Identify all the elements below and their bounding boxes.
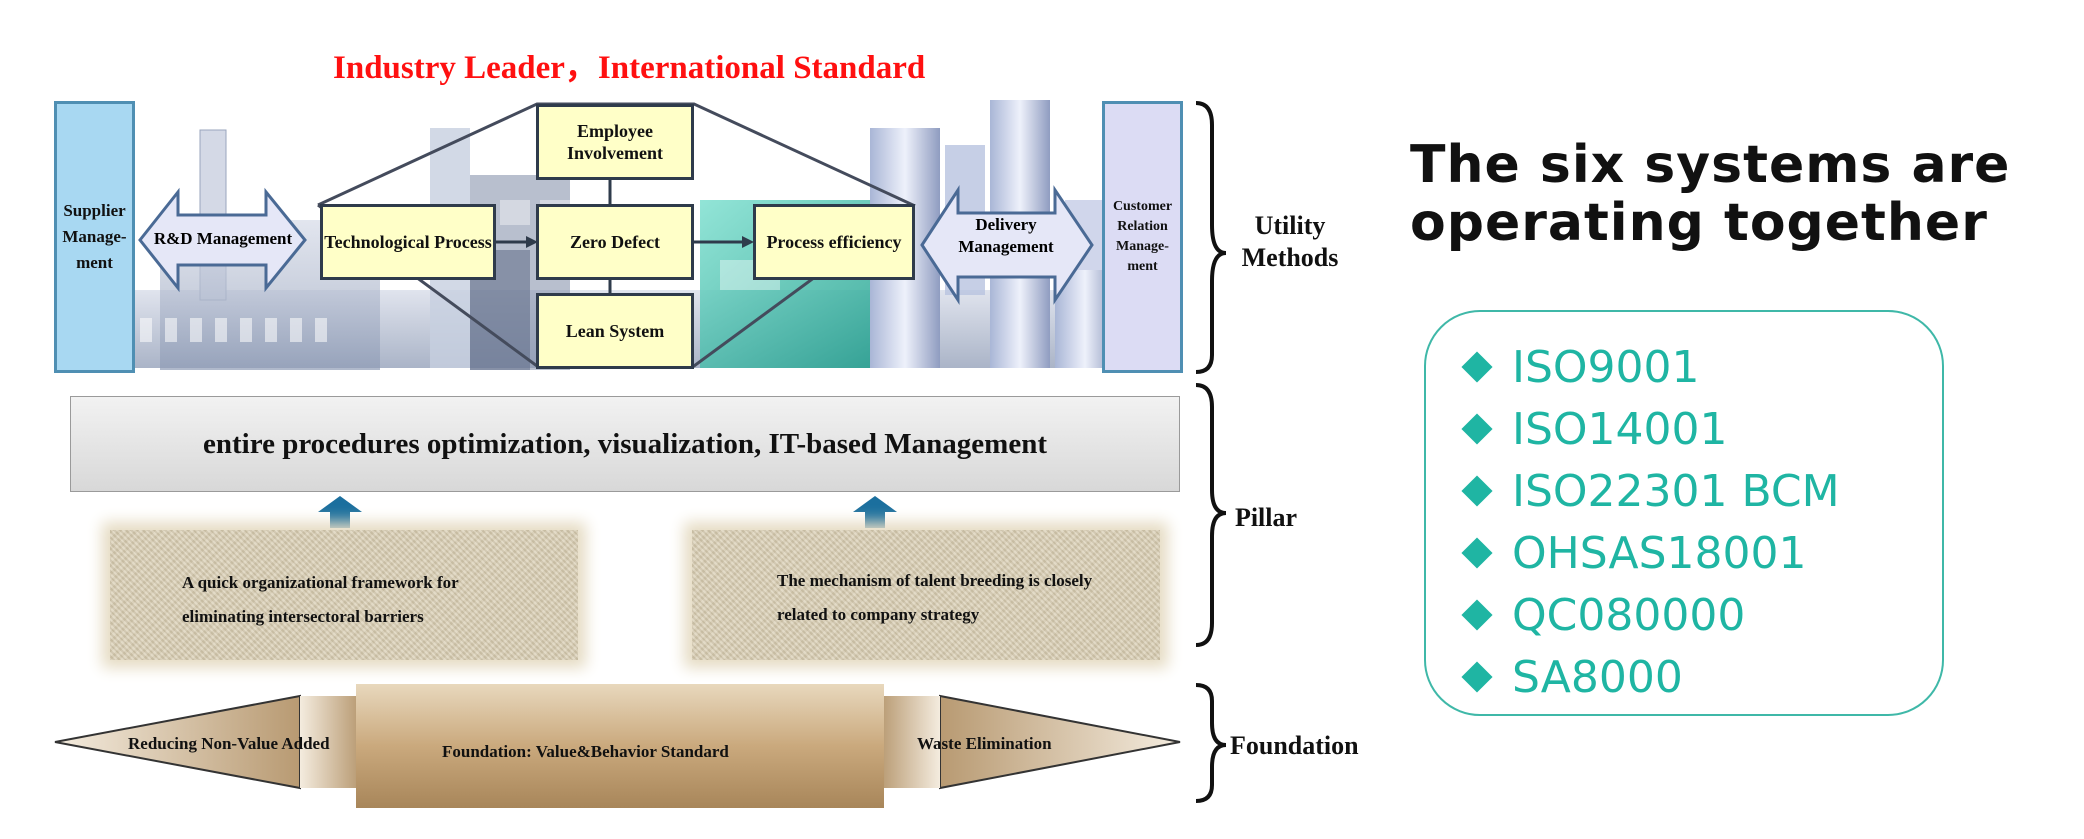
lean-system-label: Lean System: [565, 321, 665, 341]
technological-process-box: Technological Process: [320, 204, 496, 280]
foundation-label: Foundation: [1230, 731, 1359, 760]
rnd-double-arrow: [138, 187, 307, 293]
list-item: QC080000: [1460, 584, 1840, 646]
supplier-management-box: Supplier Manage- ment: [54, 101, 135, 373]
up-arrow-icon: [318, 496, 362, 528]
utility-methods-label: Utility Methods: [1241, 211, 1339, 272]
pillar-label: Pillar: [1234, 503, 1298, 532]
rnd-management-label: R&D Management: [153, 229, 293, 248]
pillar-bar-label: entire procedures optimization, visualiz…: [203, 427, 1047, 460]
employee-involvement-label: Employee Involvement: [567, 121, 663, 163]
pillar-left-card: [110, 530, 578, 660]
process-efficiency-label: Process efficiency: [766, 232, 902, 252]
technological-process-label: Technological Process: [324, 232, 492, 252]
list-item: OHSAS18001: [1460, 522, 1840, 584]
iso-list: ISO9001 ISO14001 ISO22301 BCM OHSAS18001…: [1460, 336, 1840, 708]
delivery-double-arrow: [920, 184, 1094, 306]
diamond-bullet-icon: [1461, 537, 1493, 569]
foundation-left-label: Reducing Non-Value Added: [128, 734, 330, 753]
customer-relation-label: Customer Relation Manage- ment: [1112, 199, 1173, 274]
foundation-arrow: [54, 684, 1181, 808]
employee-involvement-box: Employee Involvement: [536, 104, 694, 180]
zero-defect-label: Zero Defect: [569, 232, 661, 252]
diamond-bullet-icon: [1461, 475, 1493, 507]
pillar-bar: entire procedures optimization, visualiz…: [70, 396, 1180, 492]
supplier-management-label: Supplier Manage- ment: [62, 201, 127, 272]
customer-relation-box: Customer Relation Manage- ment: [1102, 101, 1183, 373]
process-efficiency-box: Process efficiency: [753, 204, 915, 280]
pillar-brace: [1195, 383, 1227, 647]
foundation-center-label: Foundation: Value&Behavior Standard: [442, 742, 729, 761]
pillar-right-text: The mechanism of talent breeding is clos…: [777, 571, 1093, 624]
list-item: ISO22301 BCM: [1460, 460, 1840, 522]
diamond-bullet-icon: [1461, 599, 1493, 631]
up-arrow-icon: [853, 496, 897, 528]
zero-defect-box: Zero Defect: [536, 204, 694, 280]
brace-group: [1195, 101, 1227, 803]
lean-system-box: Lean System: [536, 293, 694, 369]
delivery-management-label: Delivery Management: [958, 215, 1054, 256]
utility-brace: [1195, 101, 1227, 374]
list-item: ISO9001: [1460, 336, 1840, 398]
pillar-right-card: [692, 530, 1160, 660]
list-item: ISO14001: [1460, 398, 1840, 460]
pillar-left-text: A quick organizational framework for eli…: [182, 573, 459, 626]
foundation-right-label: Waste Elimination: [917, 734, 1052, 753]
iso-list-box: [1424, 310, 1944, 716]
diamond-bullet-icon: [1461, 413, 1493, 445]
foundation-brace: [1195, 683, 1227, 803]
diamond-bullet-icon: [1461, 351, 1493, 383]
diamond-bullet-icon: [1461, 661, 1493, 693]
six-systems-title: The six systems are operating together: [1410, 135, 2011, 253]
list-item: SA8000: [1460, 646, 1840, 708]
diagram-title: Industry Leader，International Standard: [333, 50, 926, 86]
